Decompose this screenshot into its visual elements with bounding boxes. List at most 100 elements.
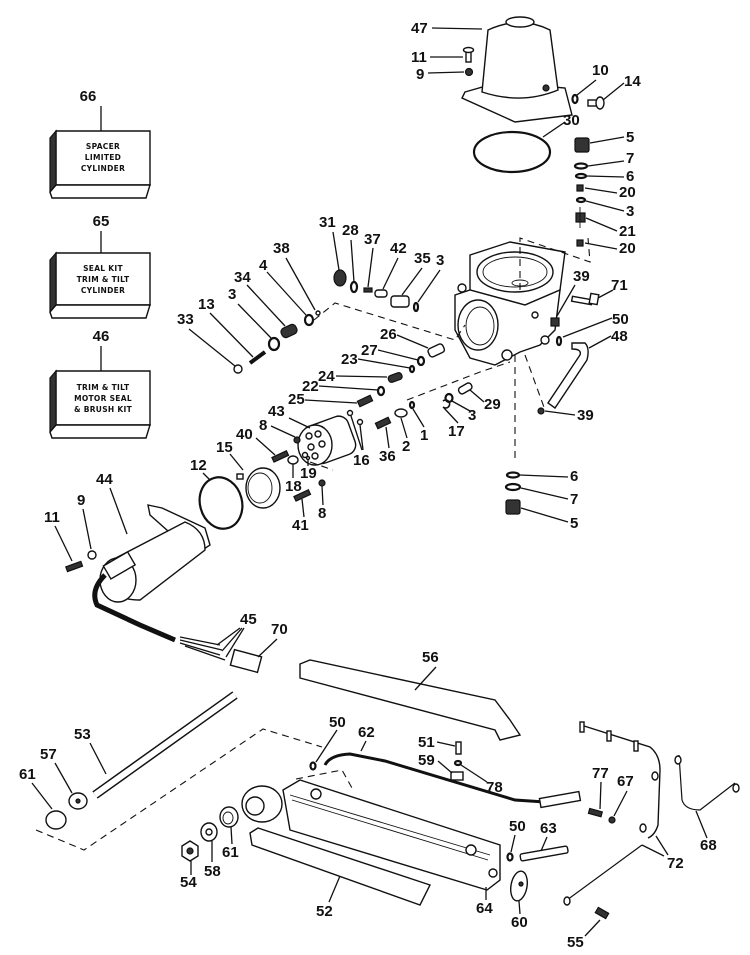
leader-line [221, 627, 243, 652]
bracket-tab [579, 721, 585, 733]
pin-16a [346, 409, 354, 417]
callout-54: 54 [180, 874, 197, 891]
callout-62: 62 [358, 724, 375, 741]
callout-34: 34 [234, 269, 251, 286]
ball-19 [305, 455, 311, 461]
leader-line [82, 508, 92, 550]
callout-18: 18 [285, 478, 302, 495]
assembly-path [309, 461, 334, 471]
rotor-port [307, 443, 315, 451]
leader-line [89, 742, 107, 775]
leader-line [597, 289, 614, 299]
reservoir-cover [461, 16, 573, 123]
o-ring-28 [349, 280, 359, 294]
plug-14-head [595, 96, 605, 110]
kit-label-line: TRIM & TILT [77, 383, 130, 392]
rotor-port [311, 452, 319, 460]
callout-37: 37 [364, 231, 381, 248]
assembly-path [295, 769, 353, 789]
leader-line [518, 900, 521, 915]
screw-41 [293, 489, 312, 502]
o-ring-27 [416, 355, 426, 367]
callout-29: 29 [484, 396, 501, 413]
callout-50: 50 [329, 714, 346, 731]
kit-box-side [49, 369, 57, 434]
o-ring-50 [309, 761, 317, 771]
washer-67 [608, 816, 616, 824]
callout-50: 50 [612, 311, 629, 328]
ball-38 [315, 310, 321, 316]
spring-20-lower [576, 239, 584, 247]
wire-terminal [732, 783, 740, 793]
callout-23: 23 [341, 351, 358, 368]
callout-4: 4 [259, 257, 268, 274]
clip-17 [442, 399, 451, 409]
kit-box-side [49, 129, 57, 194]
screw-40 [271, 450, 290, 463]
callout-66: 66 [80, 88, 97, 105]
callout-7: 7 [626, 150, 634, 167]
o-ring-4 [303, 313, 315, 327]
kit-box-bottom [49, 304, 151, 319]
leader-line [451, 400, 471, 412]
valve-21 [575, 212, 586, 223]
leader-line [584, 187, 618, 194]
callout-61: 61 [222, 844, 239, 861]
leader-line [315, 729, 338, 763]
assembly-path [519, 237, 591, 290]
plug-31 [333, 269, 347, 287]
leader-line [520, 487, 569, 500]
spring-34 [280, 323, 298, 339]
leader-line [255, 437, 276, 456]
leader-line [396, 334, 429, 349]
bracket-tab [606, 730, 612, 742]
callout-21: 21 [619, 223, 636, 240]
callout-3: 3 [436, 252, 444, 269]
callout-5: 5 [626, 129, 634, 146]
callout-7: 7 [570, 491, 578, 508]
kit-box-side [49, 251, 57, 314]
callout-64: 64 [476, 900, 493, 917]
leader-line [412, 408, 425, 428]
leader-line [266, 271, 307, 316]
leader-line [202, 472, 211, 481]
kit-box-65: 65 SEAL KIT TRIM & TILT CYLINDER [49, 213, 151, 319]
leader-line [400, 417, 408, 439]
callout-39: 39 [577, 407, 594, 424]
callout-24: 24 [318, 368, 335, 385]
leader-line [54, 525, 73, 562]
washer-9 [464, 67, 474, 77]
callout-11: 11 [44, 509, 60, 526]
spring-36 [374, 416, 392, 430]
washer-58-hole [205, 828, 213, 836]
callout-55: 55 [567, 934, 584, 951]
fitting-29 [457, 382, 473, 395]
o-ring-6 [505, 471, 521, 479]
bracket-eye [651, 771, 659, 781]
screw-13 [248, 350, 267, 365]
callout-5: 5 [570, 515, 578, 532]
callout-9: 9 [416, 66, 424, 83]
anode-52 [249, 827, 431, 906]
leader-line [510, 834, 516, 853]
callout-28: 28 [342, 222, 359, 239]
callout-16: 16 [353, 452, 370, 469]
callout-56: 56 [422, 649, 439, 666]
callout-59: 59 [418, 752, 435, 769]
housing-side-hole [531, 311, 539, 319]
cylinder-ridge [291, 799, 489, 861]
callout-8: 8 [259, 417, 267, 434]
bracket-eye [639, 823, 647, 833]
callout-40: 40 [236, 426, 253, 443]
leader-line [335, 375, 388, 378]
leader-line [328, 875, 341, 903]
nut-33 [233, 364, 243, 374]
leader-line [357, 358, 411, 369]
callout-3: 3 [468, 407, 476, 424]
leader-line [431, 27, 483, 30]
leader-line [599, 781, 602, 810]
kit-box-46: 46 TRIM & TILT MOTOR SEAL & BRUSH KIT [49, 328, 151, 439]
screw-11 [65, 560, 84, 573]
kit-box-bottom [49, 424, 151, 439]
